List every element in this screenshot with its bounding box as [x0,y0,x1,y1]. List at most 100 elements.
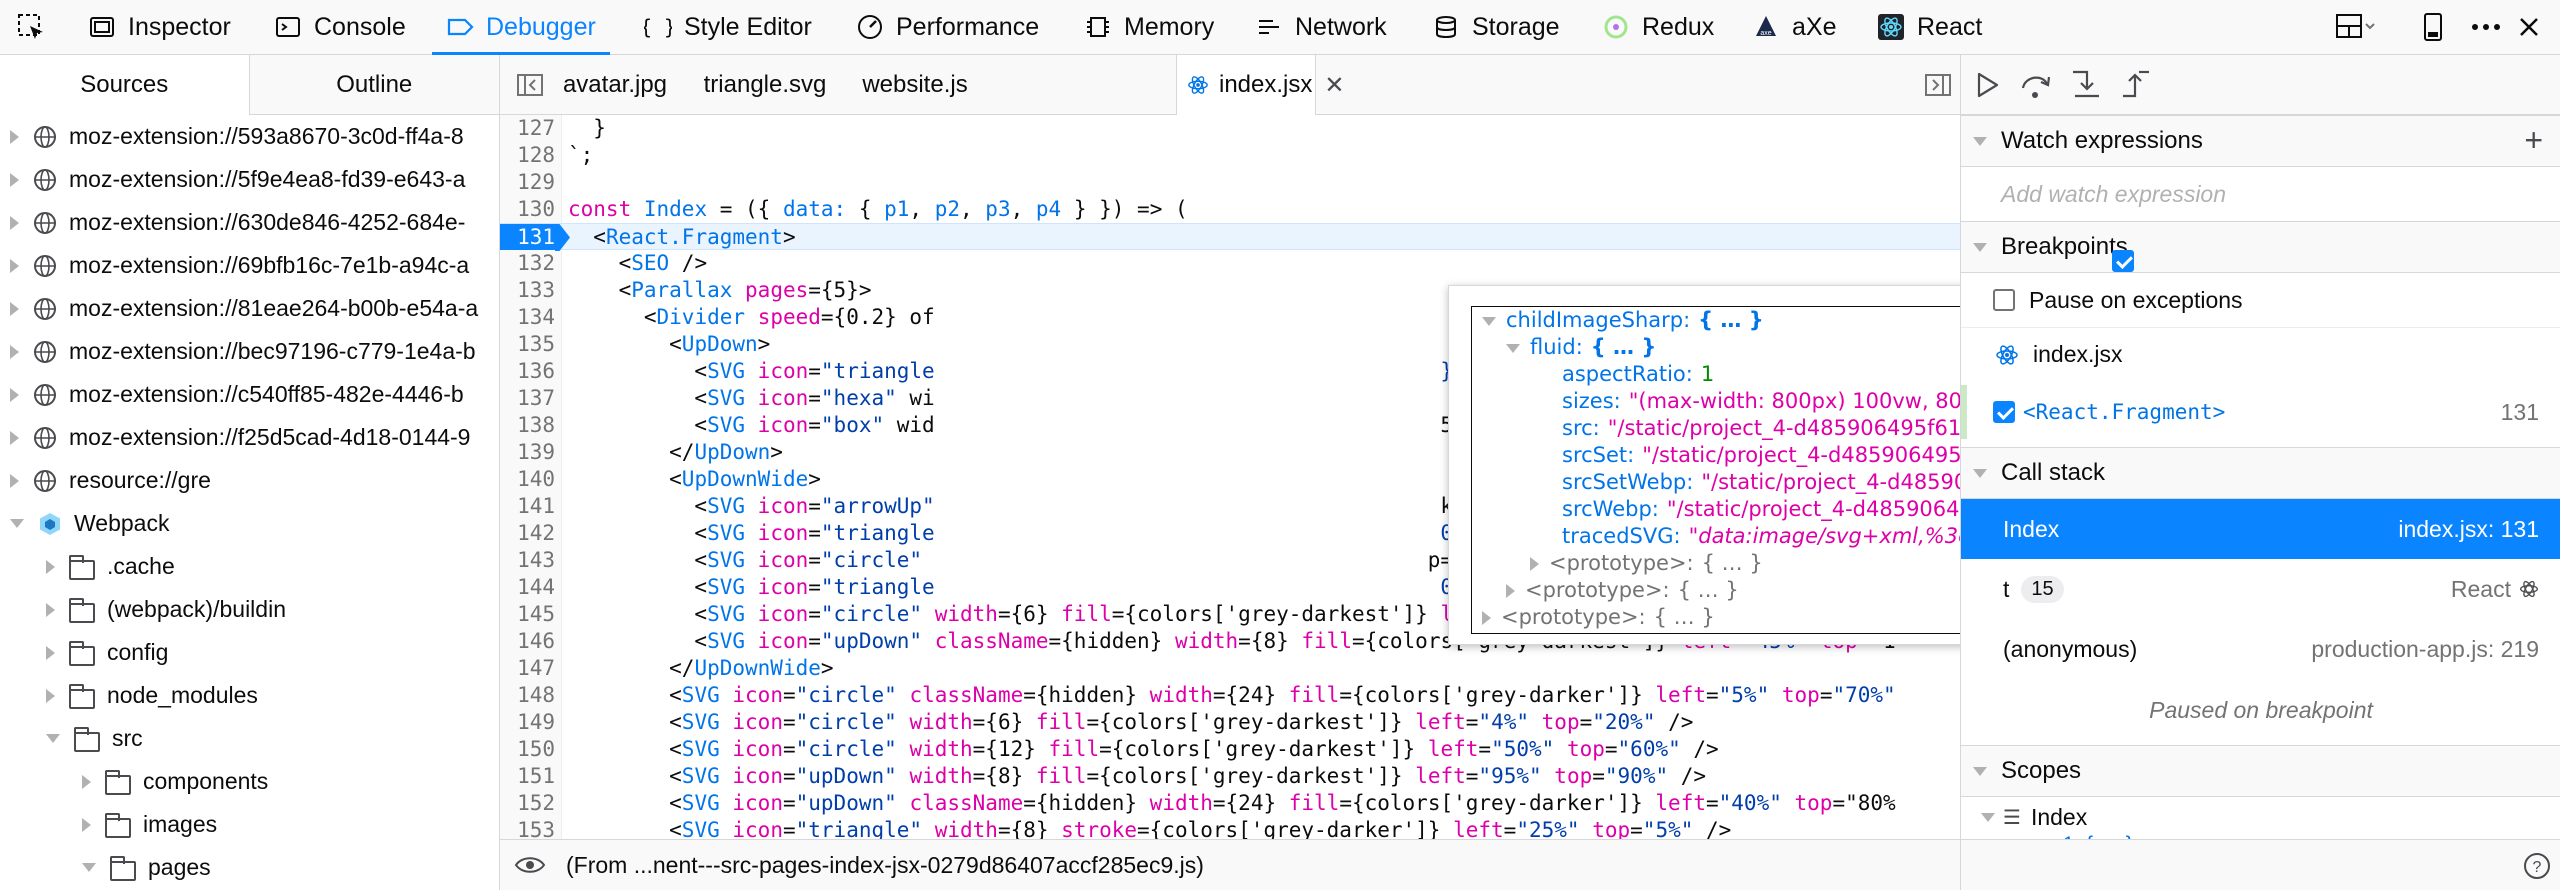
code-line[interactable]: 149 <SVG icon="circle" width={6} fill={c… [500,709,1960,736]
tab-storage[interactable]: Storage [1432,0,1560,54]
tree-item[interactable]: node_modules [0,674,258,717]
code-line[interactable]: 127 } [500,115,1960,142]
dock-options-button[interactable] [2335,0,2375,54]
tree-item[interactable]: moz-extension://bec97196-c779-1e4a-b [0,330,476,373]
code-line[interactable]: 140 <UpDownWide> [500,466,1960,493]
code-line[interactable]: 131 <React.Fragment> [500,223,1960,251]
preview-property-row[interactable]: src:"/static/project_4-d485906495f617243… [1562,415,1960,442]
tree-item[interactable]: resource://gre [0,459,211,502]
breakpoint-file-row[interactable]: index.jsx [1961,327,2560,381]
add-watch-button[interactable]: + [2524,122,2543,158]
code-line[interactable]: 151 <SVG icon="upDown" width={8} fill={c… [500,763,1960,790]
tree-item[interactable]: config [0,631,168,674]
call-stack-header[interactable]: Call stack [1961,447,2560,499]
tree-item[interactable]: moz-extension://81eae264-b00b-e54a-a [0,287,478,330]
line-number[interactable]: 148 [500,682,555,709]
line-number[interactable]: 129 [500,169,555,196]
preview-property-row[interactable]: <prototype>:{ … } [1506,577,1739,604]
tree-item[interactable]: components [0,760,268,803]
step-out-button[interactable] [2119,68,2153,105]
preview-property-row[interactable]: srcSet:"/static/project_4-d485906495f617… [1562,442,1960,469]
tree-item[interactable]: .cache [0,545,175,588]
tab-react[interactable]: React [1877,0,1982,54]
code-line[interactable]: 134 <Divider speed={0.2} of [500,304,1960,331]
editor-tab[interactable]: website.js [850,55,980,115]
code-line[interactable]: 137 <SVG icon="hexa" wi [500,385,1960,412]
editor-tab[interactable]: avatar.jpg [550,55,680,115]
breakpoint-enabled-checkbox[interactable] [1993,401,2015,423]
call-stack-frame[interactable]: (anonymous)production-app.js: 219 [1961,619,2560,679]
preview-property-row[interactable]: fluid:{ … } [1506,334,1656,361]
line-number[interactable]: 127 [500,115,555,142]
code-line[interactable]: 139 </UpDown> [500,439,1960,466]
step-over-button[interactable] [2019,70,2053,105]
scope-item[interactable]: ☰ Index [1961,797,2560,837]
tab-console[interactable]: Console [274,0,406,54]
tab-inspector[interactable]: Inspector [88,0,231,54]
line-number[interactable]: 132 [500,250,555,277]
line-number[interactable]: 146 [500,628,555,655]
line-number[interactable]: 128 [500,142,555,169]
element-picker-button[interactable] [16,0,46,54]
line-number[interactable]: 130 [500,196,555,223]
line-number[interactable]: 144 [500,574,555,601]
collapsed-arrow-icon[interactable] [1506,584,1515,598]
help-button[interactable]: ? [2523,852,2551,885]
collapsed-arrow-icon[interactable] [1482,611,1491,625]
tree-item[interactable]: Webpack [0,502,169,545]
pause-on-exceptions-checkbox[interactable] [1993,289,2015,311]
code-line[interactable]: 148 <SVG icon="circle" className={hidden… [500,682,1960,709]
tab-redux[interactable]: Redux [1602,0,1714,54]
tree-item[interactable]: images [0,803,217,846]
pretty-print-button[interactable] [514,854,546,876]
expanded-arrow-icon[interactable] [1506,343,1520,353]
preview-property-row[interactable]: <prototype>:{ … } [1482,604,1715,631]
line-number[interactable]: 142 [500,520,555,547]
line-number[interactable]: 151 [500,763,555,790]
source-mapped-from-link[interactable]: (From ...nent---src-pages-index-jsx-0279… [566,851,1204,878]
close-tab-icon[interactable]: ✕ [1324,71,1345,99]
breakpoints-header[interactable]: Breakpoints [1961,221,2560,273]
tree-item[interactable]: moz-extension://5f9e4ea8-fd39-e643-a [0,158,465,201]
tree-item[interactable]: moz-extension://f25d5cad-4d18-0144-9 [0,416,470,459]
editor-tab[interactable]: index.jsx✕ [1176,55,1344,115]
breakpoint-item[interactable]: <React.Fragment> 131 [1961,385,2560,439]
code-line[interactable]: 147 </UpDownWide> [500,655,1960,682]
breakpoint-marker[interactable] [500,224,570,251]
line-number[interactable]: 145 [500,601,555,628]
code-line[interactable]: 128`; [500,142,1960,169]
tab-style-editor[interactable]: { }Style Editor [644,0,812,54]
line-number[interactable]: 147 [500,655,555,682]
preview-property-row[interactable]: <prototype>:{ … } [1530,550,1763,577]
code-line[interactable]: 133 <Parallax pages={5}> [500,277,1960,304]
line-number[interactable]: 150 [500,736,555,763]
tree-item[interactable]: moz-extension://69bfb16c-7e1b-a94c-a [0,244,469,287]
collapsed-arrow-icon[interactable] [1530,557,1539,571]
line-number[interactable]: 141 [500,493,555,520]
toggle-all-breakpoints-checkbox[interactable] [2111,250,2134,272]
tree-item[interactable]: src [0,717,143,760]
line-number[interactable]: 140 [500,466,555,493]
code-line[interactable]: 135 <UpDown> [500,331,1960,358]
preview-property-row[interactable]: childImageSharp:{ … } [1482,307,1764,334]
line-number[interactable]: 143 [500,547,555,574]
editor-tab[interactable]: triangle.svg [700,55,830,115]
preview-property-row[interactable]: sizes:"(max-width: 800px) 100vw, 800px" [1562,388,1960,415]
preview-property-row[interactable]: srcSetWebp:"/static/project_4-d485906495… [1562,469,1960,496]
line-number[interactable]: 131 [517,225,555,249]
toggle-debugger-sidebar-button[interactable] [1915,55,1960,115]
tree-item[interactable]: moz-extension://630de846-4252-684e- [0,201,465,244]
tab-network[interactable]: Network [1255,0,1387,54]
expanded-arrow-icon[interactable] [1482,316,1496,326]
more-options-button[interactable] [2468,0,2504,54]
line-number[interactable]: 153 [500,817,555,839]
tree-item[interactable]: (webpack)/buildin [0,588,286,631]
resume-button[interactable] [1973,70,2001,105]
code-line[interactable]: 150 <SVG icon="circle" width={12} fill={… [500,736,1960,763]
preview-property-row[interactable]: aspectRatio:1 [1562,361,1714,388]
